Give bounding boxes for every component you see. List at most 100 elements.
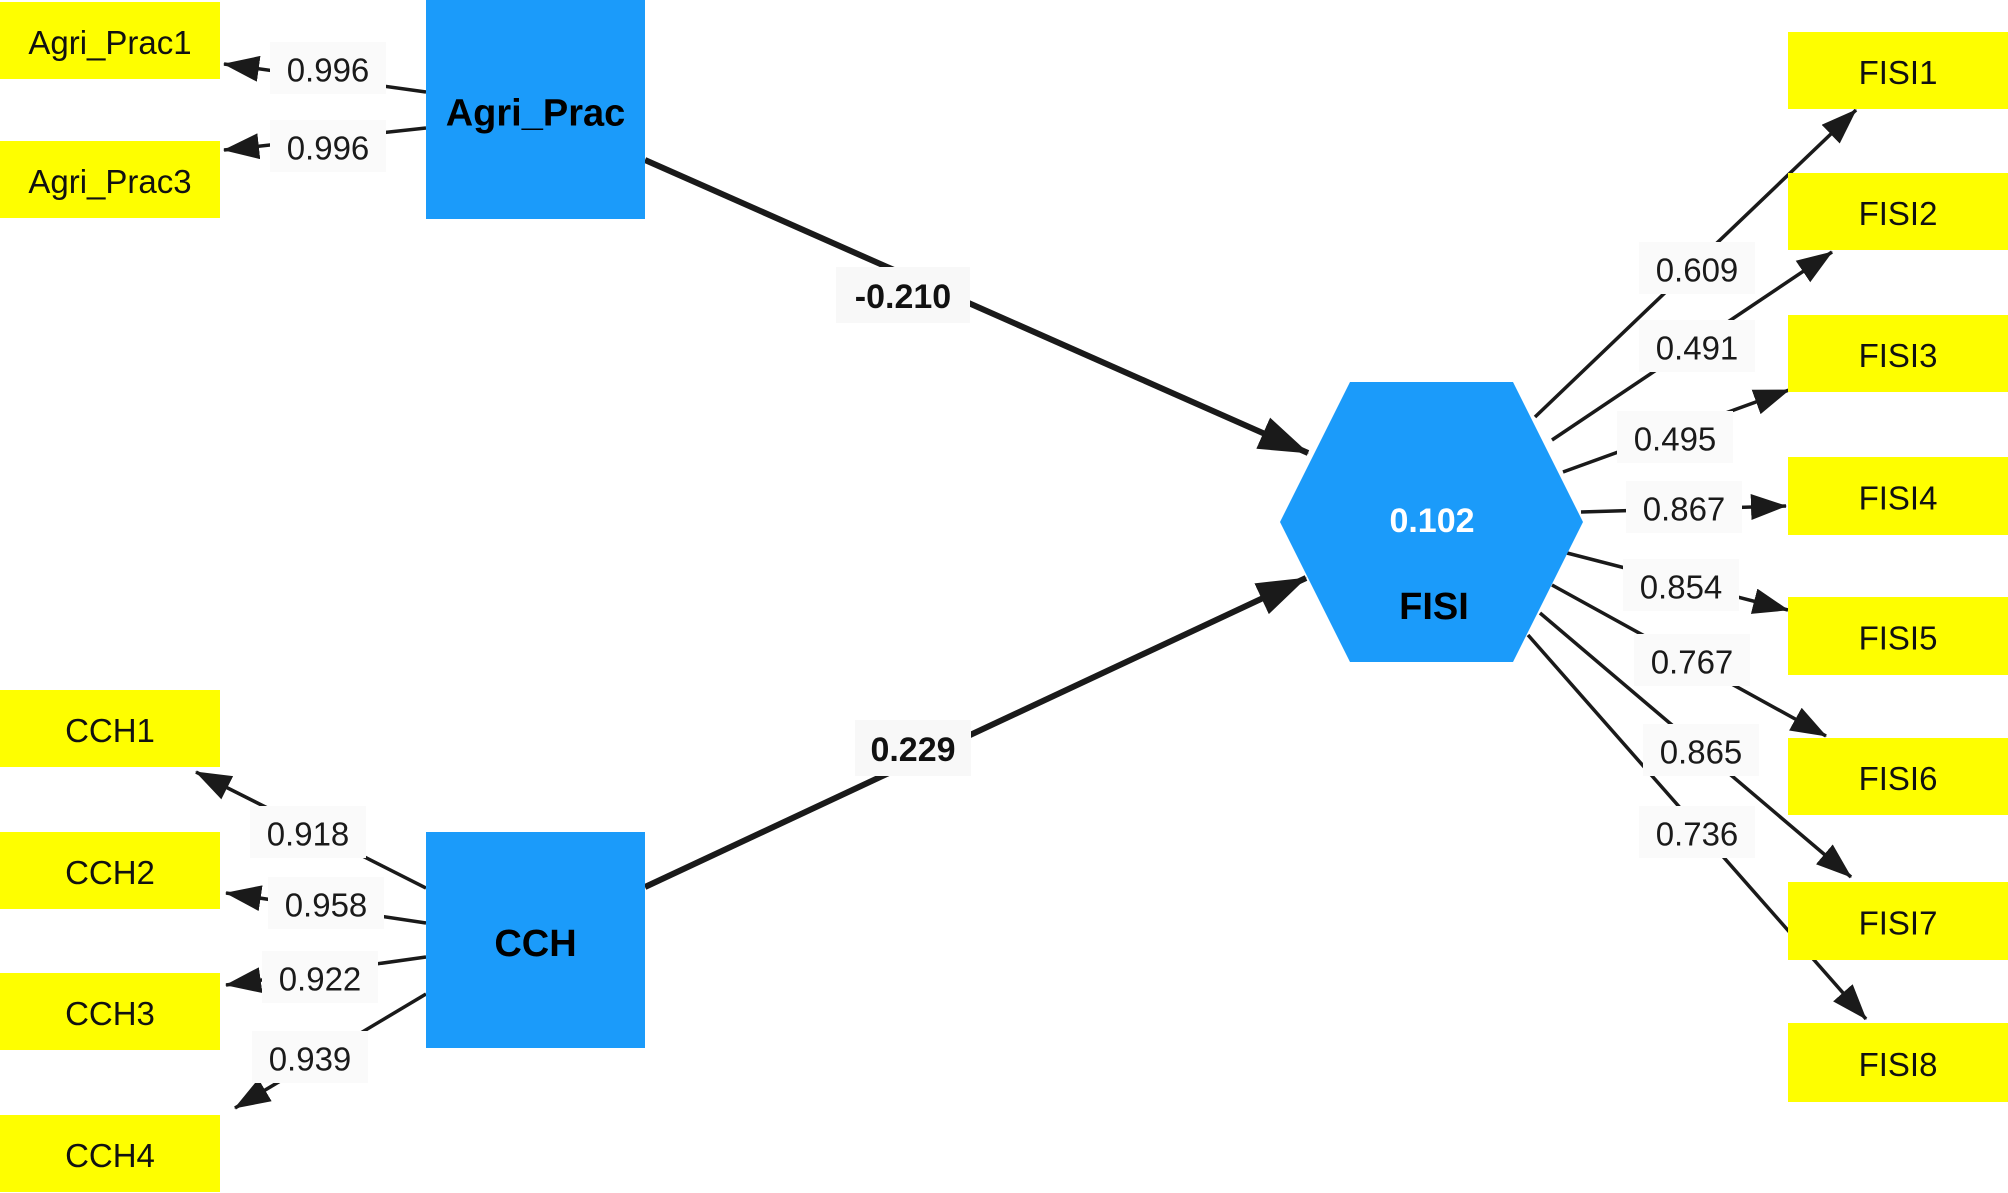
- indicator-rect-CCH2[interactable]: [0, 832, 220, 909]
- edge-value: 0.609: [1656, 252, 1739, 289]
- edge-value: 0.495: [1634, 421, 1717, 458]
- latent-label-CCH: CCH: [494, 923, 576, 965]
- edge-value-bg: [270, 120, 386, 172]
- indicator-rect-FISI8[interactable]: [1788, 1023, 2008, 1102]
- latent-label-FISI: FISI: [1399, 586, 1469, 628]
- edge-value-label-Agri_Prac-FISI: -0.210: [836, 267, 970, 323]
- indicator-node-FISI4: FISI4: [1788, 457, 2008, 535]
- indicator-label-FISI6: FISI6: [1859, 760, 1938, 797]
- edge-value-bg: [1643, 724, 1759, 776]
- indicator-rect-FISI6[interactable]: [1788, 738, 2008, 815]
- indicator-label-CCH4: CCH4: [65, 1137, 155, 1174]
- indicator-rect-FISI7[interactable]: [1788, 882, 2008, 960]
- latent-rect-CCH[interactable]: [426, 832, 645, 1048]
- edge-value-bg: [836, 267, 970, 323]
- edge-value: 0.854: [1640, 569, 1723, 606]
- edge-value-label-CCH-CCH3: 0.922: [262, 951, 378, 1003]
- edge-value-bg: [1639, 320, 1755, 372]
- edge-value-bg: [855, 720, 971, 776]
- edge-value-bg: [250, 806, 366, 858]
- indicator-label-CCH2: CCH2: [65, 854, 155, 891]
- edge-labels-layer: 0.996 0.996 0.918 0.958 0.922 0.939 0.609 0.491…: [250, 42, 1759, 1083]
- indicator-label-FISI8: FISI8: [1859, 1046, 1938, 1083]
- indicator-node-FISI3: FISI3: [1788, 315, 2008, 392]
- indicator-node-Agri_Prac3: Agri_Prac3: [0, 141, 220, 218]
- edge-value: 0.767: [1651, 644, 1734, 681]
- indicator-rect-FISI3[interactable]: [1788, 315, 2008, 392]
- edge-value-label-FISI-FISI4: 0.867: [1626, 481, 1742, 533]
- edge-value: 0.865: [1660, 734, 1743, 771]
- edge-value-bg: [1617, 411, 1733, 463]
- edge-value-bg: [268, 877, 384, 929]
- edge-value-label-FISI-FISI6: 0.767: [1634, 634, 1750, 686]
- indicator-node-CCH2: CCH2: [0, 832, 220, 909]
- latent-node-CCH: CCH: [426, 832, 645, 1048]
- indicator-rect-FISI5[interactable]: [1788, 597, 2008, 675]
- indicator-node-CCH4: CCH4: [0, 1115, 220, 1192]
- edge-value-bg: [1639, 806, 1755, 858]
- indicator-rect-FISI4[interactable]: [1788, 457, 2008, 535]
- path-edge-CCH-FISI: [643, 575, 1308, 890]
- path-edge-Agri_Prac-FISI: [643, 157, 1310, 456]
- indicator-label-FISI1: FISI1: [1859, 54, 1938, 91]
- edge-value-label-FISI-FISI1: 0.609: [1639, 242, 1755, 294]
- edge-value-label-Agri_Prac-Agri_Prac1: 0.996: [270, 42, 386, 94]
- edge-value: 0.922: [279, 961, 362, 998]
- edge-value: 0.229: [870, 731, 955, 769]
- edge-value-bg: [1639, 242, 1755, 294]
- edge-value-label-CCH-CCH2: 0.958: [268, 877, 384, 929]
- edge-value-label-CCH-FISI: 0.229: [855, 720, 971, 776]
- edge-value-label-Agri_Prac-Agri_Prac3: 0.996: [270, 120, 386, 172]
- indicator-label-Agri_Prac3: Agri_Prac3: [28, 163, 191, 200]
- edge-value-label-CCH-CCH4: 0.939: [252, 1031, 368, 1083]
- edge-value-label-CCH-CCH1: 0.918: [250, 806, 366, 858]
- indicator-node-FISI2: FISI2: [1788, 173, 2008, 250]
- edge-value-bg: [270, 42, 386, 94]
- edge-value-label-FISI-FISI2: 0.491: [1639, 320, 1755, 372]
- edge-value: 0.867: [1643, 491, 1726, 528]
- edge-value-bg: [1623, 559, 1739, 611]
- indicator-label-Agri_Prac1: Agri_Prac1: [28, 24, 191, 61]
- edge-value-label-FISI-FISI7: 0.865: [1643, 724, 1759, 776]
- indicator-node-FISI5: FISI5: [1788, 597, 2008, 675]
- edge-value-bg: [1634, 634, 1750, 686]
- edge-value-bg: [1626, 481, 1742, 533]
- edge-value-label-FISI-FISI8: 0.736: [1639, 806, 1755, 858]
- indicator-label-FISI4: FISI4: [1859, 480, 1938, 517]
- indicator-label-FISI5: FISI5: [1859, 620, 1938, 657]
- indicator-node-FISI8: FISI8: [1788, 1023, 2008, 1102]
- indicator-rect-Agri_Prac3[interactable]: [0, 141, 220, 218]
- edge-value: 0.996: [287, 130, 370, 167]
- indicator-rect-CCH3[interactable]: [0, 973, 220, 1050]
- indicator-node-Agri_Prac1: Agri_Prac1: [0, 2, 220, 79]
- edge-value-bg: [262, 951, 378, 1003]
- indicator-node-CCH3: CCH3: [0, 973, 220, 1050]
- edge-value: -0.210: [855, 278, 951, 316]
- indicator-label-FISI7: FISI7: [1859, 905, 1938, 942]
- latent-rect-Agri_Prac[interactable]: [426, 0, 645, 219]
- indicator-rect-FISI1[interactable]: [1788, 32, 2008, 109]
- path-arrow[interactable]: [643, 575, 1308, 890]
- edge-value: 0.939: [269, 1041, 352, 1078]
- edge-value: 0.736: [1656, 816, 1739, 853]
- path-arrow[interactable]: [643, 157, 1310, 456]
- edge-value-label-FISI-FISI3: 0.495: [1617, 411, 1733, 463]
- indicator-label-FISI3: FISI3: [1859, 337, 1938, 374]
- edge-value: 0.918: [267, 816, 350, 853]
- edge-value-bg: [252, 1031, 368, 1083]
- latent-label-Agri_Prac: Agri_Prac: [446, 93, 626, 135]
- latent-hexagon-FISI[interactable]: [1280, 382, 1583, 662]
- indicator-label-CCH3: CCH3: [65, 995, 155, 1032]
- indicator-node-CCH1: CCH1: [0, 690, 220, 767]
- latent-node-Agri_Prac: Agri_Prac: [426, 0, 645, 219]
- indicator-label-CCH1: CCH1: [65, 712, 155, 749]
- indicator-node-FISI1: FISI1: [1788, 32, 2008, 109]
- edge-value: 0.996: [287, 52, 370, 89]
- indicator-rect-FISI2[interactable]: [1788, 173, 2008, 250]
- indicator-rect-CCH4[interactable]: [0, 1115, 220, 1192]
- indicator-rect-CCH1[interactable]: [0, 690, 220, 767]
- indicator-rect-Agri_Prac1[interactable]: [0, 2, 220, 79]
